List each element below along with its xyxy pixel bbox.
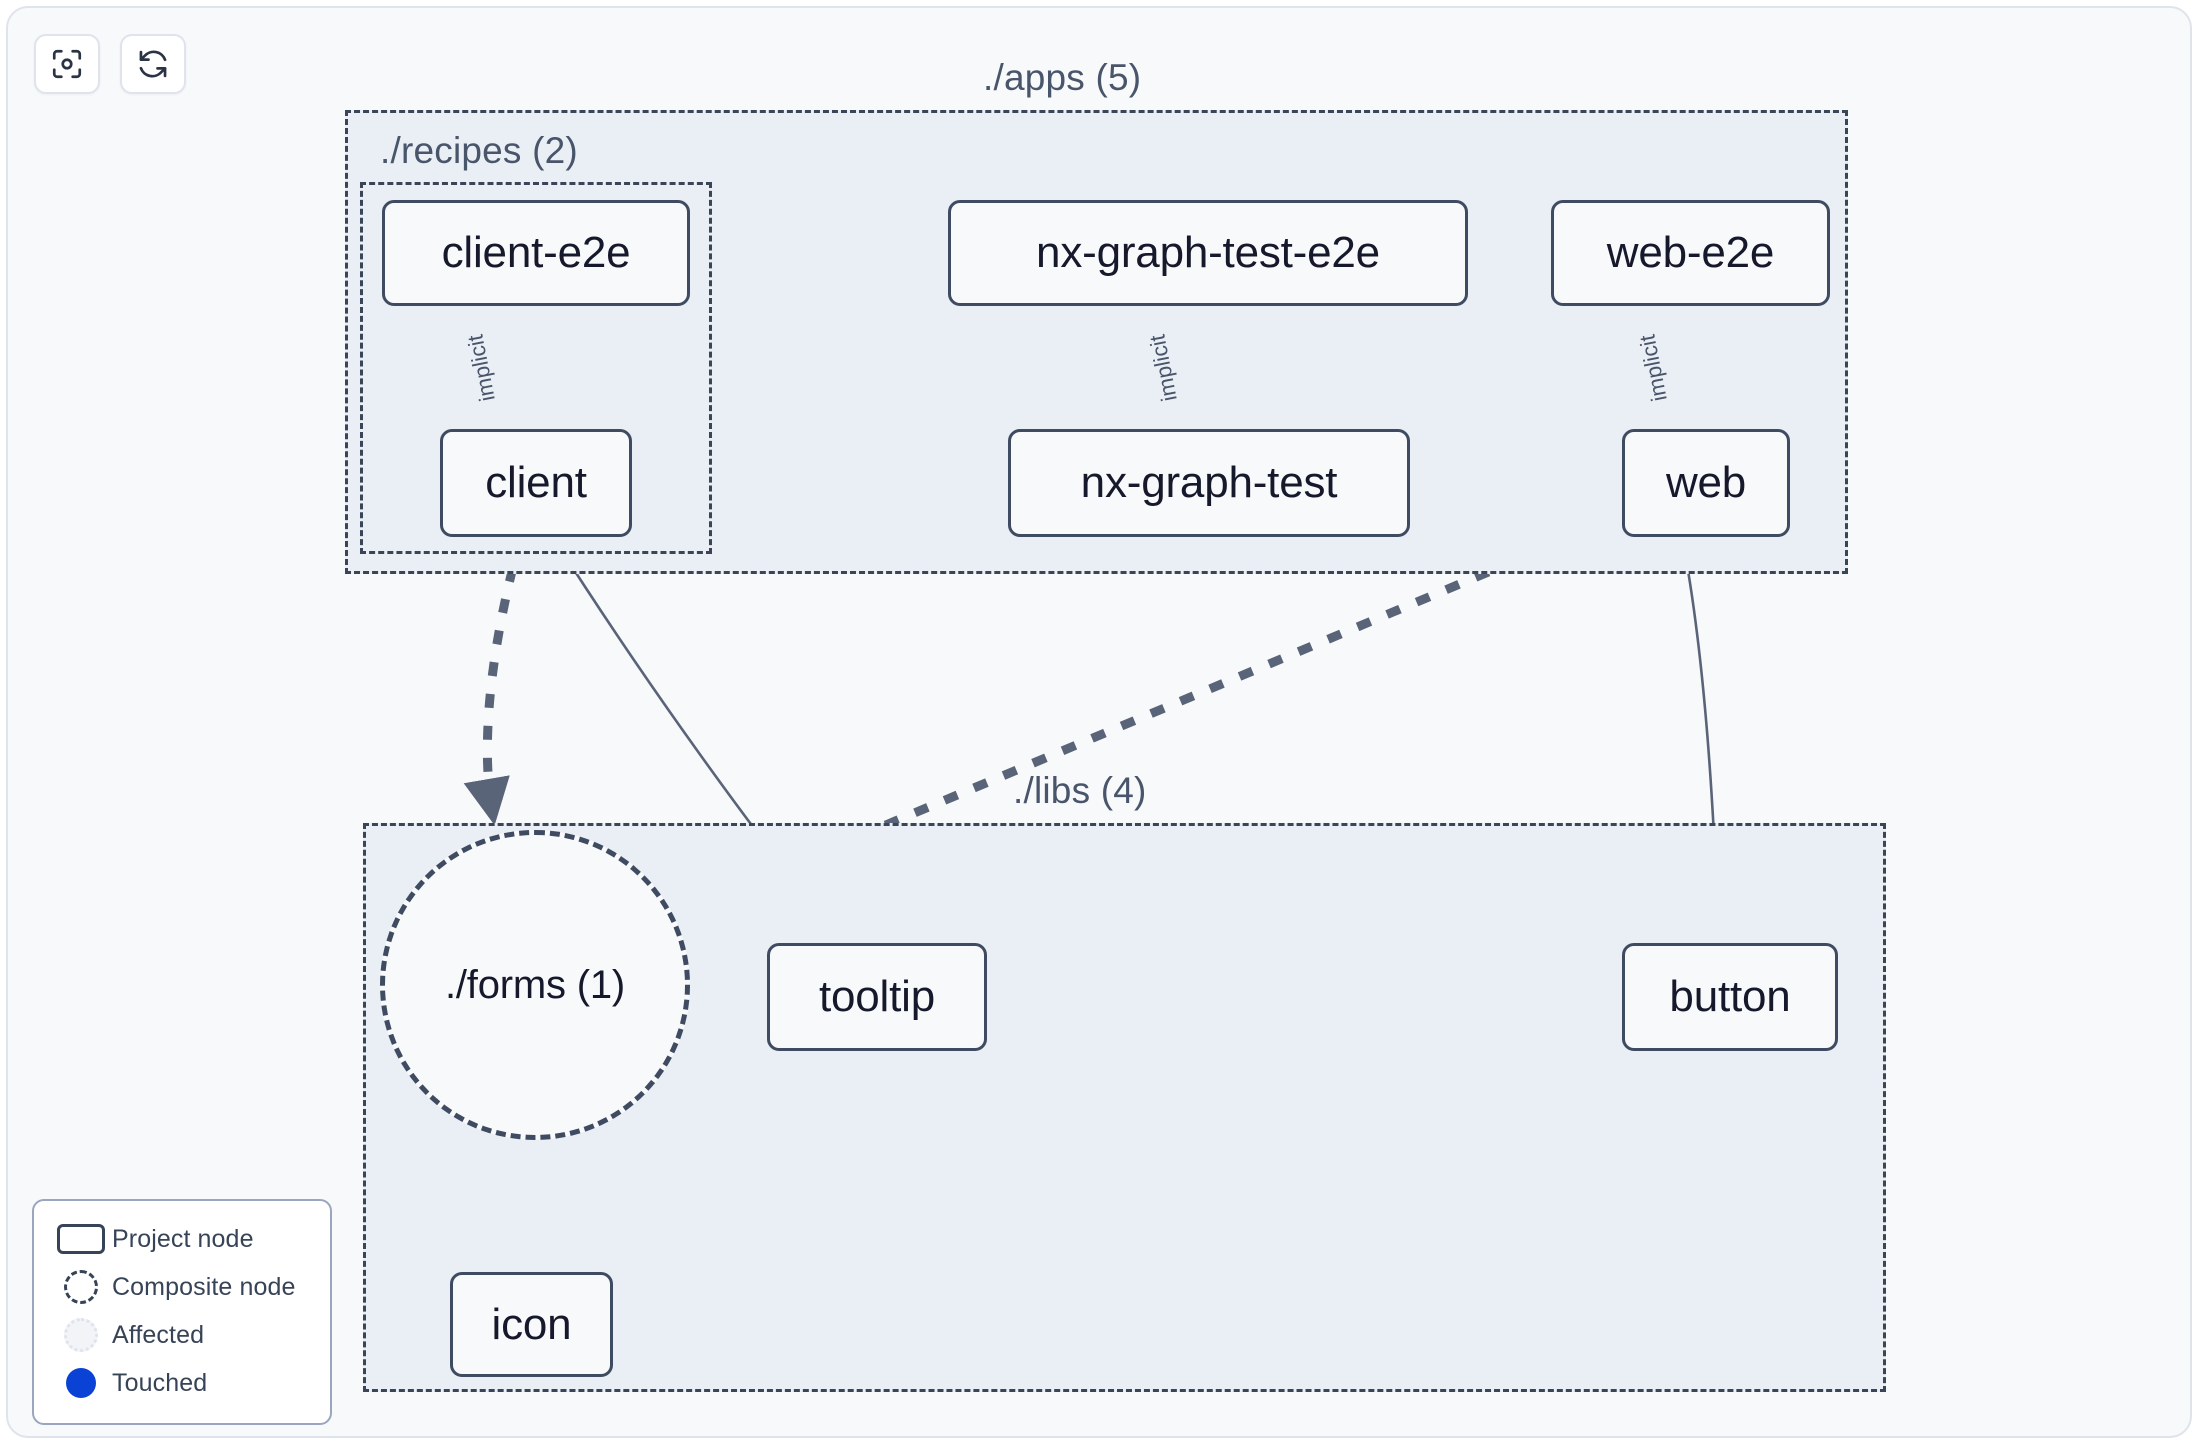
group-libs-label: ./libs (4)	[1013, 770, 1147, 811]
group-recipes-label: ./recipes (2)	[380, 130, 578, 171]
node-icon-label: icon	[491, 1299, 572, 1349]
node-nx-graph-test-e2e-label: nx-graph-test-e2e	[1036, 228, 1380, 277]
node-tooltip[interactable]: tooltip	[767, 943, 987, 1051]
focus-graph-button[interactable]	[34, 34, 100, 94]
node-button[interactable]: button	[1622, 943, 1838, 1051]
node-nx-graph-test[interactable]: nx-graph-test	[1008, 429, 1410, 537]
affected-swatch	[50, 1318, 112, 1352]
legend-item-touched: Touched	[50, 1359, 314, 1407]
legend-label-touched: Touched	[112, 1368, 208, 1397]
node-icon[interactable]: icon	[450, 1272, 613, 1377]
node-web[interactable]: web	[1622, 429, 1790, 537]
node-client[interactable]: client	[440, 429, 632, 537]
node-button-label: button	[1669, 972, 1791, 1021]
node-web-label: web	[1665, 458, 1747, 507]
refresh-graph-button[interactable]	[120, 34, 186, 94]
legend-item-project-node: Project node	[50, 1215, 314, 1263]
legend-label-affected: Affected	[112, 1320, 205, 1349]
legend-item-affected: Affected	[50, 1311, 314, 1359]
node-client-label: client	[485, 458, 587, 507]
node-forms-label: ./forms (1)	[444, 962, 626, 1007]
node-client-e2e-label: client-e2e	[441, 228, 631, 277]
refresh-icon	[136, 47, 170, 81]
graph-legend: Project node Composite node Affected Tou…	[32, 1199, 332, 1425]
graph-toolbar	[34, 34, 186, 94]
node-tooltip-label: tooltip	[818, 972, 935, 1021]
node-nx-graph-test-e2e[interactable]: nx-graph-test-e2e	[948, 200, 1468, 306]
touched-swatch	[50, 1368, 112, 1398]
project-node-swatch	[50, 1224, 112, 1254]
legend-item-composite-node: Composite node	[50, 1263, 314, 1311]
node-web-e2e[interactable]: web-e2e	[1551, 200, 1830, 306]
focus-target-icon	[50, 47, 84, 81]
node-web-e2e-label: web-e2e	[1606, 228, 1775, 277]
node-forms-composite[interactable]: ./forms (1)	[380, 830, 690, 1140]
node-client-e2e[interactable]: client-e2e	[382, 200, 690, 306]
composite-node-swatch	[50, 1270, 112, 1304]
node-nx-graph-test-label: nx-graph-test	[1080, 458, 1338, 507]
legend-label-composite-node: Composite node	[112, 1272, 296, 1301]
legend-label-project-node: Project node	[112, 1224, 254, 1253]
group-apps-label: ./apps (5)	[983, 57, 1142, 98]
